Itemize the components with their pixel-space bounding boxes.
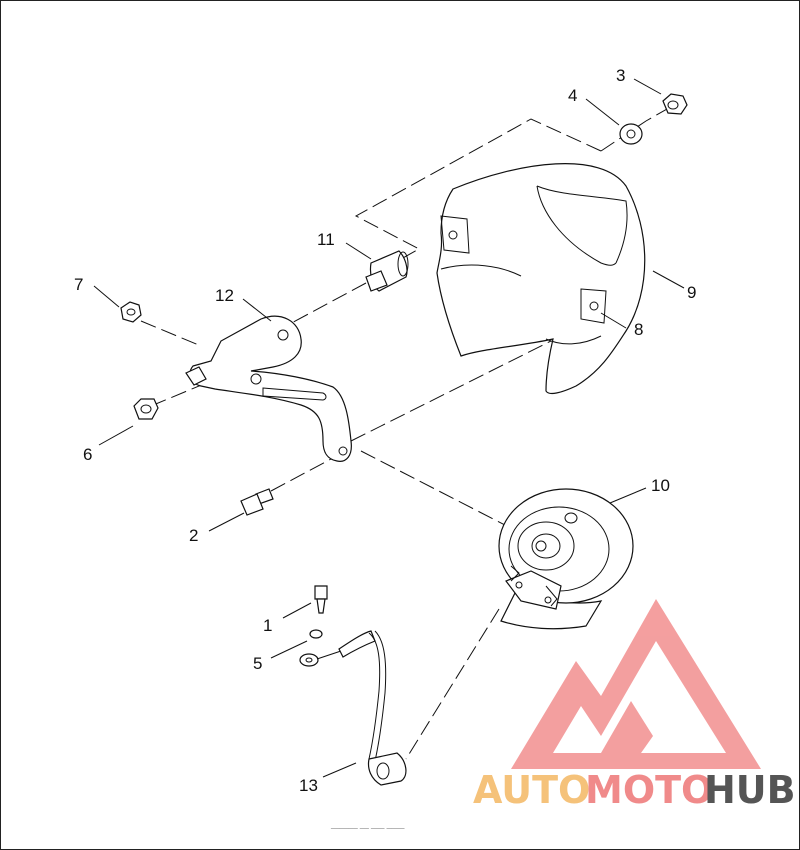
callout-11: 11 (317, 230, 335, 249)
footer-code: ______ __ ___ ____ (330, 820, 405, 829)
part-3-nut (662, 93, 688, 115)
watermark-text-hub: HUB (704, 768, 796, 812)
watermark-logo (511, 599, 761, 769)
callout-8: 8 (634, 320, 643, 339)
callouts: 1 2 3 4 5 6 7 8 9 10 11 12 13 (74, 66, 696, 795)
part-5-washer (309, 629, 323, 639)
callout-1: 1 (263, 616, 272, 635)
callout-9: 9 (687, 283, 696, 302)
watermark-text-auto: AUTO (473, 768, 590, 812)
part-9-horn-cover (436, 163, 646, 395)
callout-2: 2 (189, 526, 198, 545)
part-13-ground-wire (299, 630, 407, 786)
part-1-screw (314, 585, 328, 614)
callout-4: 4 (568, 86, 577, 105)
watermark-text: AUTO MOTO HUB (473, 768, 796, 812)
callout-13: 13 (299, 776, 318, 795)
leader-lines (93, 78, 685, 778)
callout-6: 6 (83, 445, 92, 464)
part-12-bracket (185, 315, 352, 462)
part-6-nut (133, 398, 159, 420)
callout-12: 12 (215, 286, 234, 305)
part-11-stud (365, 250, 409, 292)
callout-10: 10 (651, 476, 670, 495)
callout-7: 7 (74, 275, 83, 294)
callout-3: 3 (616, 66, 625, 85)
part-10-horn (498, 488, 634, 630)
watermark-text-moto: MOTO (585, 768, 713, 812)
part-4-washer (619, 123, 643, 145)
part-2-bolt (240, 488, 274, 516)
callout-5: 5 (253, 654, 262, 673)
part-7-nut (120, 301, 142, 323)
